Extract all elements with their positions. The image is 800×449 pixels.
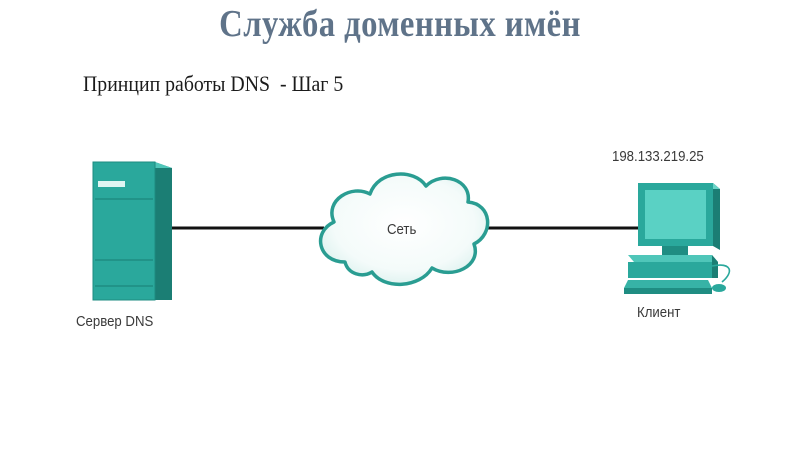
- desktop-computer-icon: [624, 183, 731, 294]
- slide-title: Служба доменных имён: [219, 3, 581, 45]
- network-label: Сеть: [387, 221, 417, 238]
- server-tower-icon: [92, 161, 172, 301]
- client-label: Клиент: [637, 304, 681, 321]
- network-cloud-icon: [318, 172, 490, 286]
- slide-subtitle: Принцип работы DNS - Шаг 5: [83, 71, 344, 96]
- client-ip-address: 198.133.219.25: [612, 148, 704, 165]
- server-label: Сервер DNS: [76, 313, 154, 330]
